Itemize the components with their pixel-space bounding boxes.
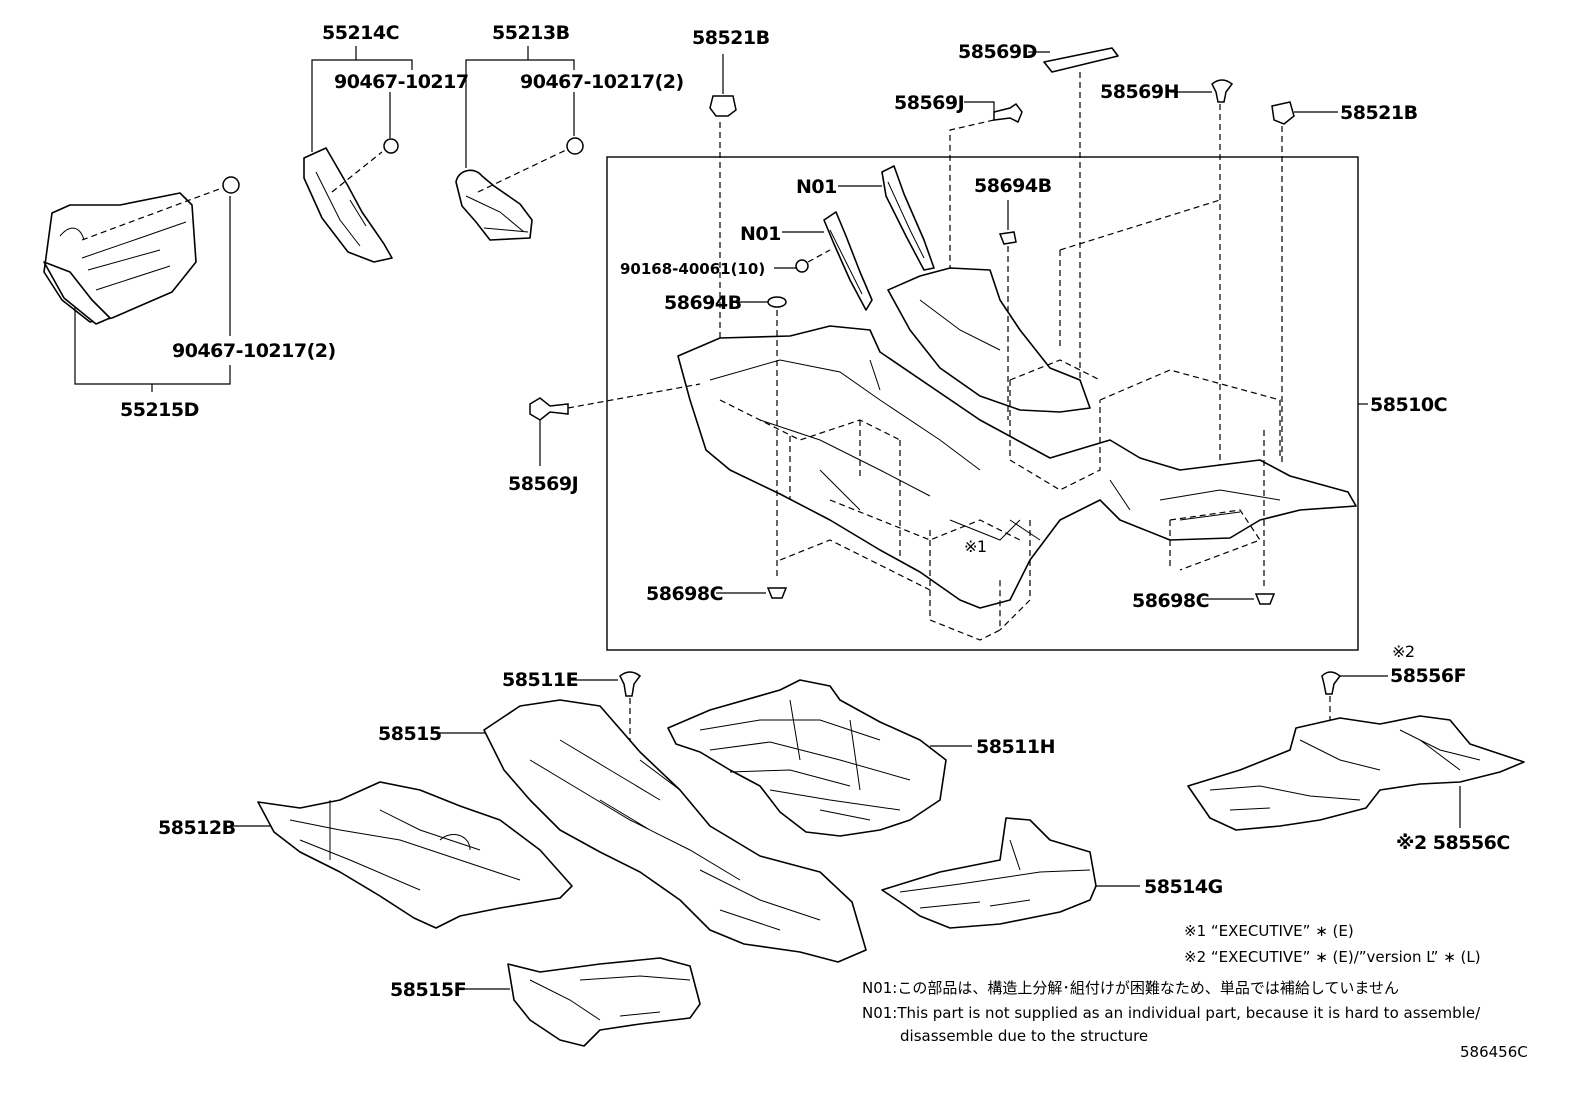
dash-55213B-clip [477,149,567,193]
label-58521B-right: 58521B [1340,102,1418,124]
label-58511H: 58511H [976,736,1055,758]
clip-58521B-left [709,95,737,117]
bracket-55214C [311,46,413,152]
label-58556C: ※2 58556C [1396,832,1510,854]
part-55215D-drawing [43,192,197,325]
part-58514G-drawing [881,817,1097,929]
part-58515-drawing [483,699,867,963]
clip-58694B-left [767,296,787,308]
label-58510C: 58510C [1370,394,1447,416]
label-90168-40061: 90168-40061(10) [620,260,765,278]
clip-58694B-right [998,231,1017,245]
note-mark1: ※1 “EXECUTIVE” ∗ (E) [1184,922,1354,940]
label-55214C: 55214C [322,22,399,44]
label-58512B: 58512B [158,817,236,839]
label-58569J-left: 58569J [508,473,578,495]
note-mark2: ※2 “EXECUTIVE” ∗ (E)/”version L” ∗ (L) [1184,948,1481,966]
note-N01-jp: N01:この部品は、構造上分解･組付けが困難なため、単品では補給していません [862,979,1399,997]
clip-58521B-right [1271,101,1295,125]
part-58510C-drawing [677,199,1357,641]
clip-58569J-top [993,102,1023,124]
label-90467-55215D: 90467-10217(2) [172,340,336,362]
part-N01-upper-drawing [881,165,935,271]
bracket-55213B [465,46,575,168]
dash-55214C-clip [331,151,383,193]
dash-58569J-left [567,383,701,409]
clip-58569J-left [529,397,569,421]
dash-55215D-clip [81,187,223,241]
dash-58569J-top [949,119,995,280]
note-N01-en-cont: disassemble due to the structure [900,1027,1148,1045]
label-mark2-top: ※2 [1392,642,1415,661]
label-58698C-left: 58698C [646,583,723,605]
label-N01-upper: N01 [796,176,837,198]
clip-90467-55215D [222,176,240,194]
label-58511E: 58511E [502,669,578,691]
clip-90467-55214C [383,138,399,154]
clip-90168 [795,259,809,273]
clip-58511E [619,671,642,697]
clip-90467-55213B [566,137,584,155]
part-58511H-drawing [667,679,947,837]
clip-58556F [1321,671,1342,695]
leader-58569J-top [964,101,995,112]
clip-58569H [1211,79,1234,103]
part-58569D-drawing [1043,47,1119,73]
label-55215D: 55215D [120,399,199,421]
label-58694B-left: 58694B [664,292,742,314]
clip-58698C-left [766,587,788,599]
clip-58698C-right [1254,593,1276,605]
label-58569D: 58569D [958,41,1037,63]
label-N01-lower: N01 [740,223,781,245]
label-58515: 58515 [378,723,442,745]
note-N01-en: N01:This part is not supplied as an indi… [862,1004,1481,1022]
label-58556F: 58556F [1390,665,1466,687]
label-90467-55214C: 90467-10217 [334,71,469,93]
part-58512B-drawing [257,781,573,929]
label-58698C-right: 58698C [1132,590,1209,612]
label-90467-55213B: 90467-10217(2) [520,71,684,93]
label-58515F: 58515F [390,979,466,1001]
bracket-55215D [74,196,231,392]
label-58694B-right: 58694B [974,175,1052,197]
label-58569H: 58569H [1100,81,1179,103]
part-58515F-drawing [507,957,701,1047]
part-55213B-drawing [455,169,533,241]
part-N01-lower-drawing [823,211,873,311]
part-58556C-drawing [1187,715,1525,831]
label-58514G: 58514G [1144,876,1223,898]
part-55214C-drawing [303,147,393,263]
dash-90168 [807,249,831,263]
label-58569J-top: 58569J [894,92,964,114]
drawing-id: 586456C [1460,1043,1528,1061]
label-mark1: ※1 [964,537,987,556]
label-58521B-left: 58521B [692,27,770,49]
label-55213B: 55213B [492,22,570,44]
